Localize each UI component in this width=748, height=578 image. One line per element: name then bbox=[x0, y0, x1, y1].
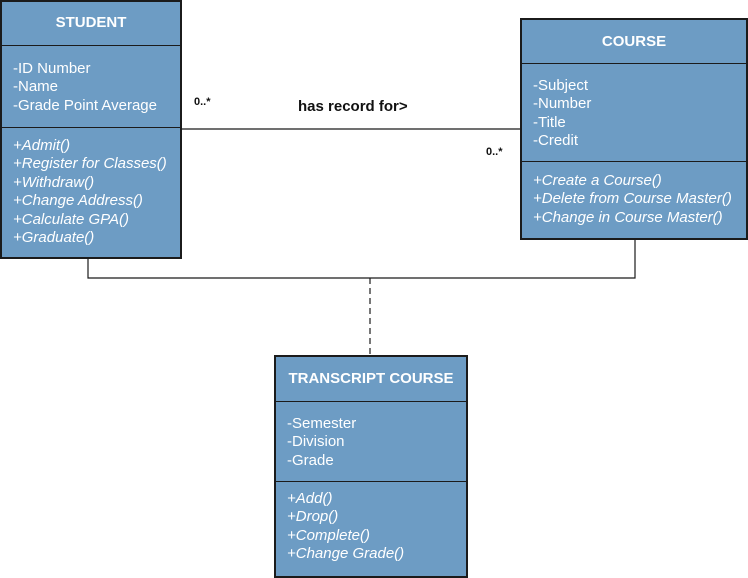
course-operations: +Create a Course() +Delete from Course M… bbox=[522, 162, 746, 227]
attribute: -Grade Point Average bbox=[13, 96, 157, 114]
operation: +Register for Classes() bbox=[13, 155, 167, 173]
student-class-name: STUDENT bbox=[2, 2, 180, 46]
student-operations: +Admit() +Register for Classes() +Withdr… bbox=[2, 128, 180, 247]
attribute: -Division bbox=[287, 433, 345, 451]
association-label: has record for> bbox=[298, 98, 408, 115]
operation: +Graduate() bbox=[13, 229, 95, 247]
attribute: -Semester bbox=[287, 415, 357, 432]
operation: +Add() bbox=[287, 490, 333, 507]
association-class-bracket bbox=[87, 240, 636, 279]
attribute: -ID Number bbox=[13, 60, 91, 77]
attribute: -Name bbox=[13, 78, 59, 96]
operation: +Create a Course() bbox=[533, 172, 662, 189]
attribute: -Subject bbox=[533, 77, 589, 94]
course-attributes: -Subject -Number -Title -Credit bbox=[522, 64, 746, 162]
operation: +Change Grade() bbox=[287, 545, 405, 563]
student-attributes: -ID Number -Name -Grade Point Average bbox=[2, 46, 180, 128]
student-multiplicity: 0..* bbox=[194, 96, 211, 108]
transcript-course-class-name: TRANSCRIPT COURSE bbox=[276, 357, 466, 402]
course-class-box: COURSE -Subject -Number -Title -Credit +… bbox=[520, 18, 748, 240]
operation: +Delete from Course Master() bbox=[533, 190, 732, 208]
operation: +Drop() bbox=[287, 508, 339, 526]
attribute: -Title bbox=[533, 113, 566, 131]
operation: +Change Address() bbox=[13, 192, 143, 210]
attribute: -Grade bbox=[287, 451, 334, 469]
transcript-course-operations: +Add() +Drop() +Complete() +Change Grade… bbox=[276, 482, 466, 564]
student-class-box: STUDENT -ID Number -Name -Grade Point Av… bbox=[0, 0, 182, 259]
operation: +Admit() bbox=[13, 137, 71, 154]
transcript-course-class-box: TRANSCRIPT COURSE -Semester -Division -G… bbox=[274, 355, 468, 578]
transcript-course-attributes: -Semester -Division -Grade bbox=[276, 402, 466, 482]
operation: +Change in Course Master() bbox=[533, 208, 723, 226]
operation: +Complete() bbox=[287, 526, 370, 544]
course-multiplicity: 0..* bbox=[486, 146, 503, 158]
attribute: -Credit bbox=[533, 132, 579, 150]
operation: +Calculate GPA() bbox=[13, 210, 130, 228]
attribute: -Number bbox=[533, 95, 592, 113]
course-class-name: COURSE bbox=[522, 20, 746, 64]
operation: +Withdraw() bbox=[13, 173, 95, 191]
